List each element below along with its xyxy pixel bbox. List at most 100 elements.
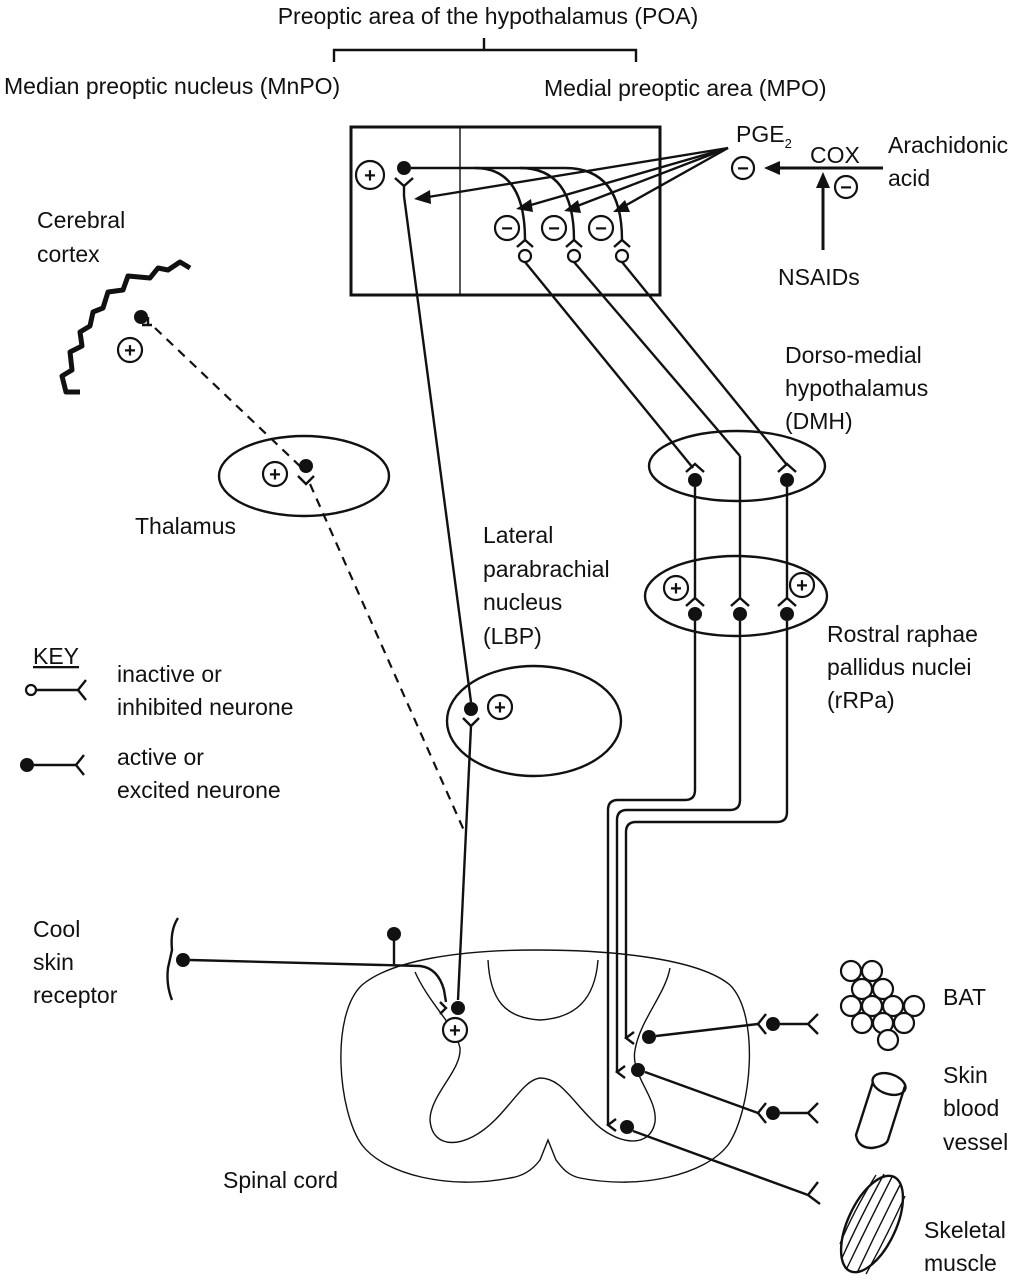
cool-receptor-body bbox=[176, 953, 190, 967]
poa-box bbox=[349, 125, 662, 297]
mnpo-neurone-body bbox=[397, 161, 411, 175]
spinal-dorsal-horn-curve bbox=[487, 959, 599, 1021]
spinal-cord-label: Spinal cord bbox=[223, 1167, 338, 1193]
key-inactive-label-2: inhibited neurone bbox=[117, 694, 293, 720]
pge2-label: PGE2 bbox=[736, 121, 792, 151]
svg-text:+: + bbox=[494, 697, 506, 719]
cortex-outline bbox=[59, 259, 192, 395]
lbp-to-mnpo-axon bbox=[402, 195, 473, 703]
bat-icon bbox=[839, 959, 926, 1052]
muscle-pathway bbox=[606, 1118, 821, 1205]
mnpo-plus-sign: + bbox=[354, 159, 386, 191]
vessel-label-3: vessel bbox=[943, 1129, 1008, 1155]
spinal-cord-outline bbox=[340, 949, 751, 1183]
poa-brace bbox=[332, 38, 638, 62]
nsaids-arrowhead bbox=[816, 172, 830, 188]
dmh-label-2: hypothalamus bbox=[785, 375, 928, 401]
cool-label-1: Cool bbox=[33, 916, 80, 942]
key-active-label-1: active or bbox=[117, 744, 204, 770]
mpo-label: Medial preoptic area (MPO) bbox=[544, 75, 827, 101]
lbp-synapse bbox=[462, 717, 480, 728]
cool-branch-terminal bbox=[387, 927, 401, 941]
arachidonic-label-1: Arachidonic bbox=[888, 132, 1008, 158]
rrpa-label-1: Rostral raphae bbox=[827, 621, 978, 647]
vessel-pathway bbox=[615, 1063, 819, 1124]
dmh-neurone-left bbox=[685, 462, 705, 487]
dmh-label-3: (DMH) bbox=[785, 408, 853, 434]
mpo-neurone-1: − bbox=[493, 214, 534, 264]
nsaids-inhibition-sign: − bbox=[833, 174, 859, 200]
vessel-label-2: blood bbox=[943, 1095, 999, 1121]
svg-text:−: − bbox=[501, 218, 513, 240]
lbp-label-1: Lateral bbox=[483, 522, 553, 548]
bat-label: BAT bbox=[943, 984, 986, 1010]
spinal-to-thalamus-path bbox=[308, 483, 468, 836]
rrpa-neurone-left bbox=[685, 596, 705, 621]
key-inactive-label-1: inactive or bbox=[117, 661, 222, 687]
nsaids-label: NSAIDs bbox=[778, 264, 860, 290]
spinal-grey-matter bbox=[414, 967, 671, 1144]
arachidonic-arrowhead bbox=[764, 161, 780, 175]
mpo-to-dmh-axons bbox=[524, 261, 788, 469]
cox-label: COX bbox=[810, 142, 860, 168]
svg-text:−: − bbox=[737, 158, 749, 180]
skeletal-muscle-icon bbox=[839, 1173, 906, 1275]
dmh-ellipse bbox=[647, 429, 827, 503]
cortex-plus-sign: + bbox=[116, 336, 144, 364]
key-inactive-symbol bbox=[24, 679, 87, 701]
rrpa-neurone-right bbox=[777, 596, 797, 621]
lbp-ellipse bbox=[445, 664, 623, 778]
thalamus-neurone-body bbox=[299, 459, 313, 473]
svg-text:+: + bbox=[449, 1020, 461, 1042]
lbp-label-2: parabrachial bbox=[483, 556, 610, 582]
dmh-neurone-right bbox=[777, 462, 797, 487]
key-active-label-2: excited neurone bbox=[117, 777, 281, 803]
rrpa-label-3: (rRPa) bbox=[827, 687, 895, 713]
rrpa-plus-left: + bbox=[662, 574, 690, 602]
dmh-label-1: Dorso-medial bbox=[785, 342, 922, 368]
mpo-neurone-2: − bbox=[540, 214, 583, 264]
thalamus-to-cortex-path bbox=[154, 327, 305, 471]
blood-vessel-icon bbox=[854, 1071, 907, 1150]
lbp-plus-sign: + bbox=[486, 693, 514, 721]
muscle-label-1: Skeletal bbox=[924, 1217, 1006, 1243]
thalamus-synapse bbox=[297, 475, 315, 486]
rrpa-ellipse bbox=[643, 554, 829, 638]
svg-text:−: − bbox=[595, 218, 607, 240]
cortex-label-1: Cerebral bbox=[37, 207, 125, 233]
poa-label: Preoptic area of the hypothalamus (POA) bbox=[278, 3, 699, 29]
spinal-to-lbp-axon bbox=[456, 725, 473, 1001]
spinal-neurone-body bbox=[451, 1001, 465, 1015]
thalamus-ellipse bbox=[217, 434, 391, 518]
thalamus-label: Thalamus bbox=[135, 513, 236, 539]
lbp-label-3: nucleus bbox=[483, 589, 562, 615]
thalamus-plus-sign: + bbox=[261, 460, 289, 488]
lbp-neurone-body bbox=[464, 702, 478, 716]
svg-text:+: + bbox=[269, 464, 281, 486]
spinal-synapse bbox=[439, 1001, 448, 1015]
cortex-synapse bbox=[142, 317, 152, 327]
svg-text:+: + bbox=[364, 165, 376, 187]
cortex-neurone-body bbox=[134, 310, 148, 324]
arachidonic-label-2: acid bbox=[888, 165, 930, 191]
cortex-label-2: cortex bbox=[37, 241, 100, 267]
pge2-arrows bbox=[414, 146, 729, 213]
svg-text:−: − bbox=[548, 218, 560, 240]
svg-text:+: + bbox=[670, 578, 682, 600]
rrpa-neurone-mid bbox=[730, 596, 750, 621]
key-title: KEY bbox=[33, 643, 79, 669]
mpo-neurone-3: − bbox=[587, 214, 631, 264]
cool-label-2: skin bbox=[33, 949, 74, 975]
muscle-label-2: muscle bbox=[924, 1250, 997, 1276]
svg-text:+: + bbox=[796, 575, 808, 597]
spinal-plus-sign: + bbox=[441, 1016, 469, 1044]
cool-label-3: receptor bbox=[33, 982, 118, 1008]
cool-receptor-ending bbox=[166, 917, 180, 1001]
lbp-label-4: (LBP) bbox=[483, 623, 542, 649]
mnpo-to-mpo-axons bbox=[411, 166, 624, 241]
mnpo-synapse bbox=[394, 177, 414, 196]
rrpa-descending-axons bbox=[606, 621, 789, 1125]
bat-pathway bbox=[624, 1013, 819, 1045]
mnpo-label: Median preoptic nucleus (MnPO) bbox=[4, 73, 340, 99]
